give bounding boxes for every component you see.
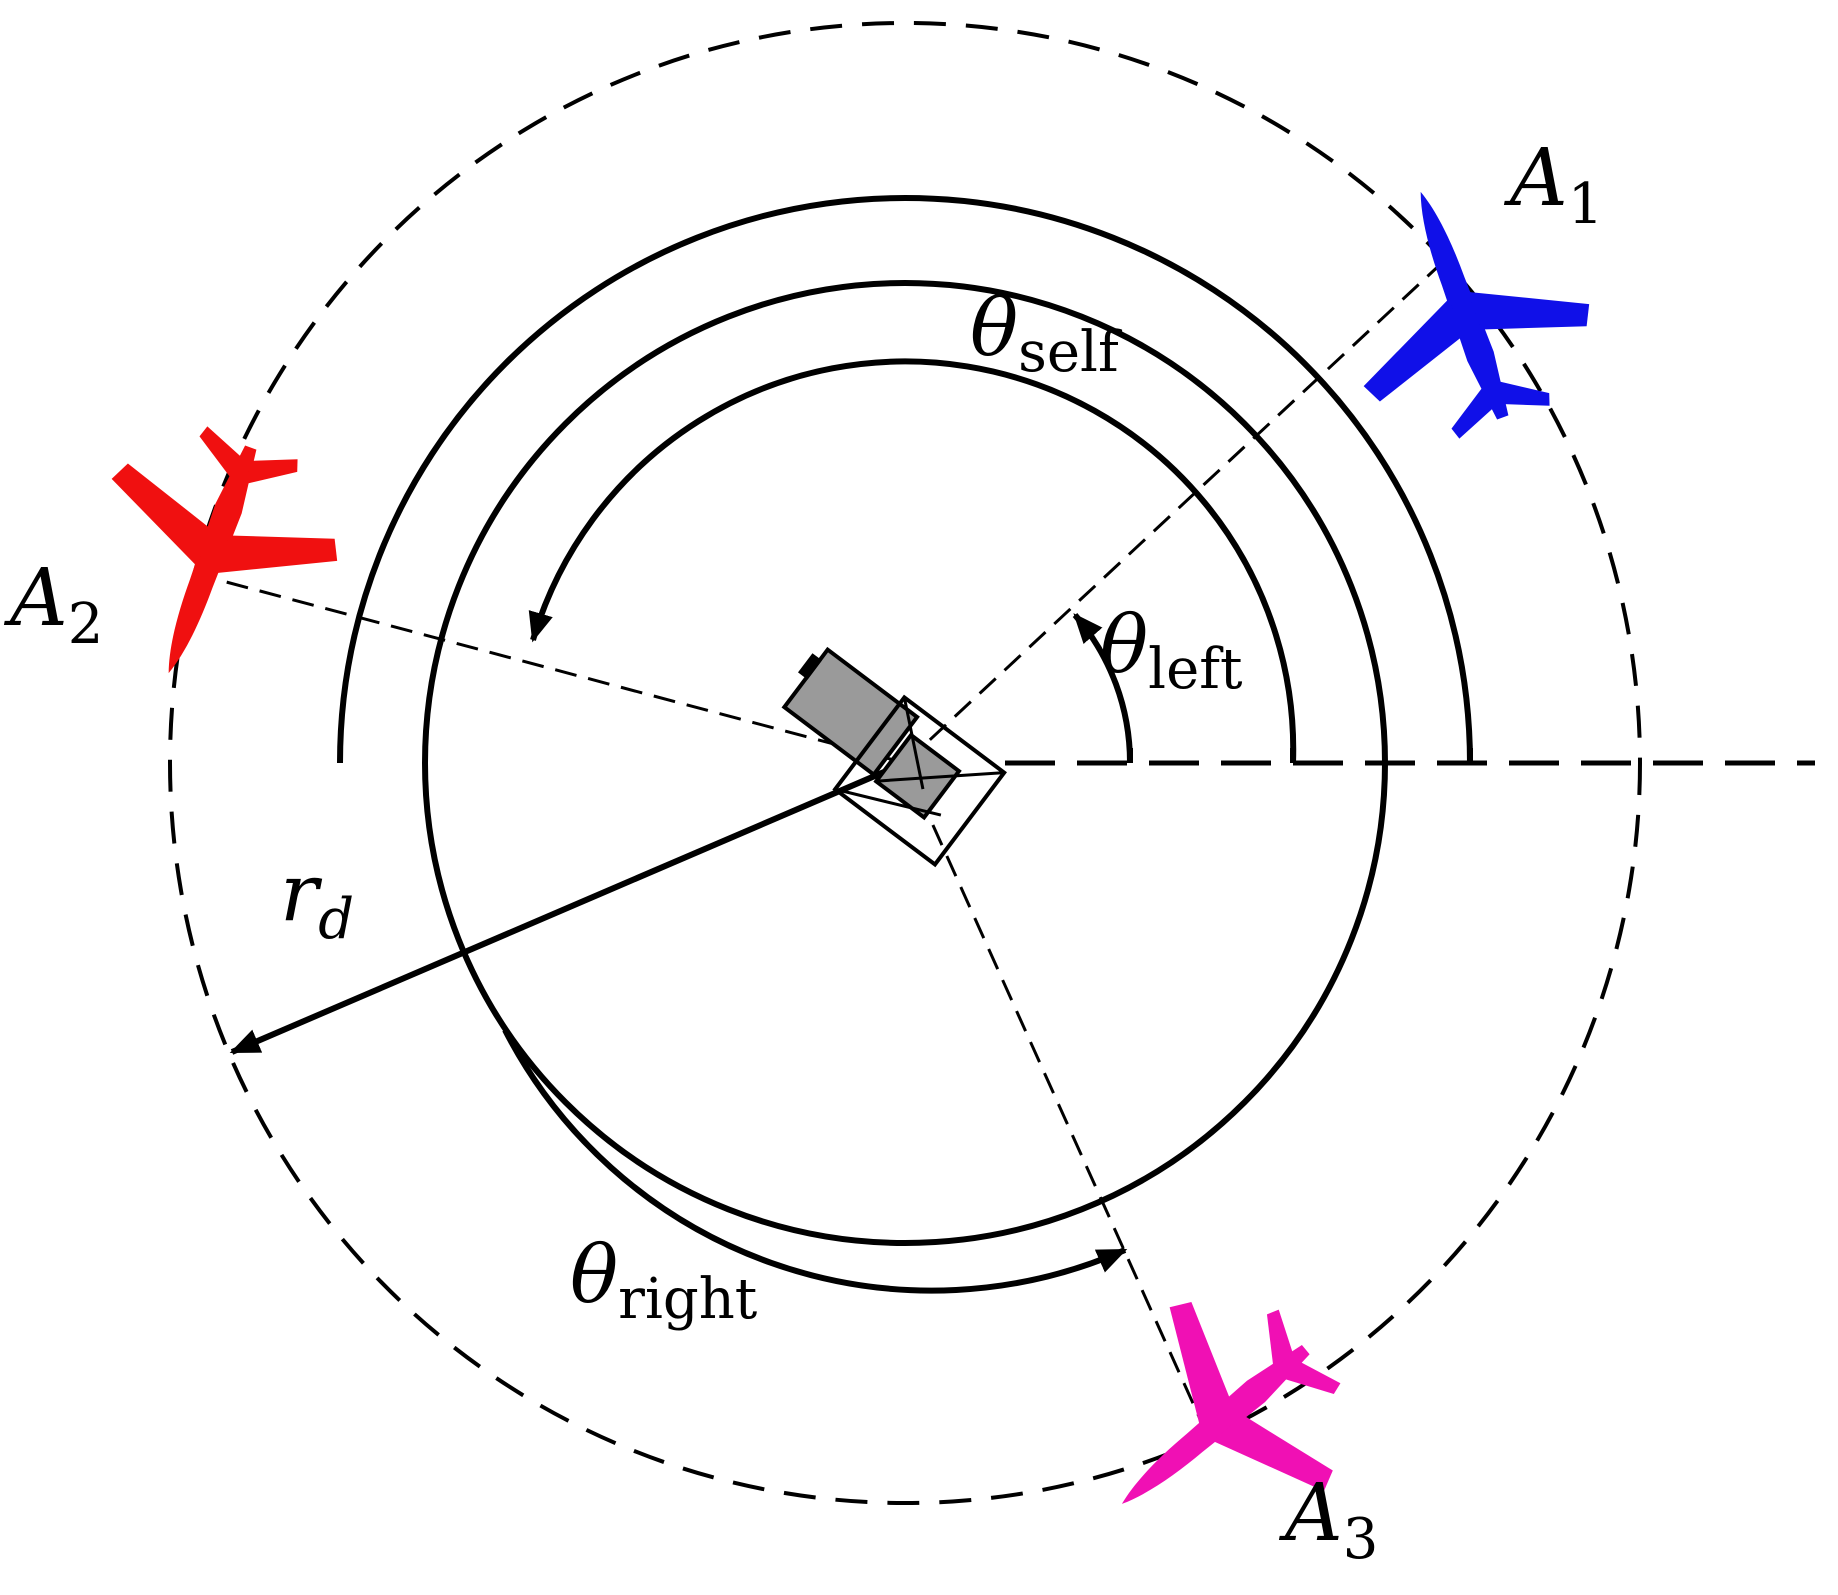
label-theta-right: θright (570, 1228, 758, 1332)
bearing-line-a3 (903, 762, 1207, 1431)
label-a1: A1 (1503, 131, 1603, 237)
detection-range-circle (168, 21, 1642, 1505)
ego-vehicle-icon (781, 646, 1007, 868)
theta-right-arc (502, 1028, 1128, 1294)
bearing-line-a2 (199, 573, 906, 765)
aircraft-a2-icon (55, 401, 366, 715)
label-a3: A3 (1278, 1466, 1378, 1572)
bearing-line-a1 (903, 258, 1447, 765)
label-theta-self: θself (970, 281, 1123, 385)
theta-self-outer-arc (337, 195, 1473, 764)
radius-arrow (229, 760, 907, 1055)
label-a2: A2 (3, 551, 103, 657)
label-radius: rd (280, 846, 354, 952)
theta-left-arc (1072, 613, 1134, 764)
theta-self-inner-arc (528, 358, 1297, 764)
label-theta-left: θleft (1100, 598, 1243, 702)
